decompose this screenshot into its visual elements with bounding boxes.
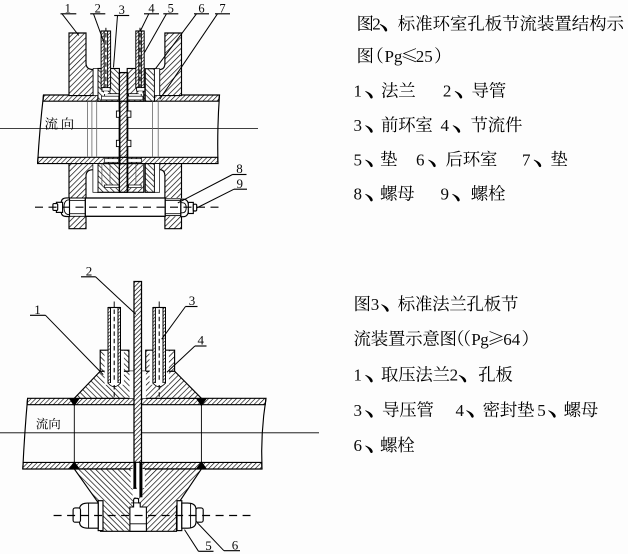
svg-text:8: 8 [236, 161, 243, 176]
svg-text:2: 2 [443, 82, 452, 101]
svg-text:g: g [394, 47, 403, 66]
svg-text:7: 7 [522, 150, 531, 169]
svg-text:5: 5 [424, 47, 433, 66]
svg-text:6: 6 [503, 330, 512, 349]
svg-text:9: 9 [441, 185, 450, 204]
svg-text:1: 1 [354, 82, 363, 101]
svg-text:1: 1 [65, 1, 71, 15]
svg-text:P: P [385, 47, 394, 66]
svg-text:6: 6 [232, 537, 239, 552]
svg-text:3: 3 [371, 295, 380, 314]
svg-text:5: 5 [537, 401, 546, 420]
svg-text:5: 5 [168, 1, 174, 15]
svg-text:4: 4 [197, 333, 204, 348]
svg-text:4: 4 [512, 330, 521, 349]
svg-text:8: 8 [354, 185, 363, 204]
svg-text:6: 6 [416, 150, 425, 169]
svg-text:2: 2 [416, 47, 425, 66]
svg-text:4: 4 [441, 116, 450, 135]
svg-text:6: 6 [198, 1, 204, 15]
svg-text:P: P [471, 330, 480, 349]
svg-text:4: 4 [456, 401, 465, 420]
svg-text:2: 2 [95, 1, 101, 15]
svg-text:4: 4 [148, 1, 155, 15]
svg-text:1: 1 [354, 366, 363, 385]
svg-text:2: 2 [86, 264, 93, 279]
svg-text:7: 7 [219, 1, 225, 15]
svg-text:3: 3 [354, 401, 363, 420]
svg-text:6: 6 [354, 436, 363, 455]
svg-text:g: g [480, 330, 489, 349]
svg-text:3: 3 [354, 116, 363, 135]
svg-text:3: 3 [119, 3, 125, 17]
svg-text:5: 5 [354, 150, 363, 169]
svg-text:1: 1 [34, 302, 41, 317]
svg-text:2: 2 [372, 15, 381, 34]
svg-text:2: 2 [450, 366, 459, 385]
svg-text:5: 5 [205, 538, 212, 553]
svg-text:3: 3 [189, 293, 196, 308]
svg-text:9: 9 [237, 176, 244, 191]
